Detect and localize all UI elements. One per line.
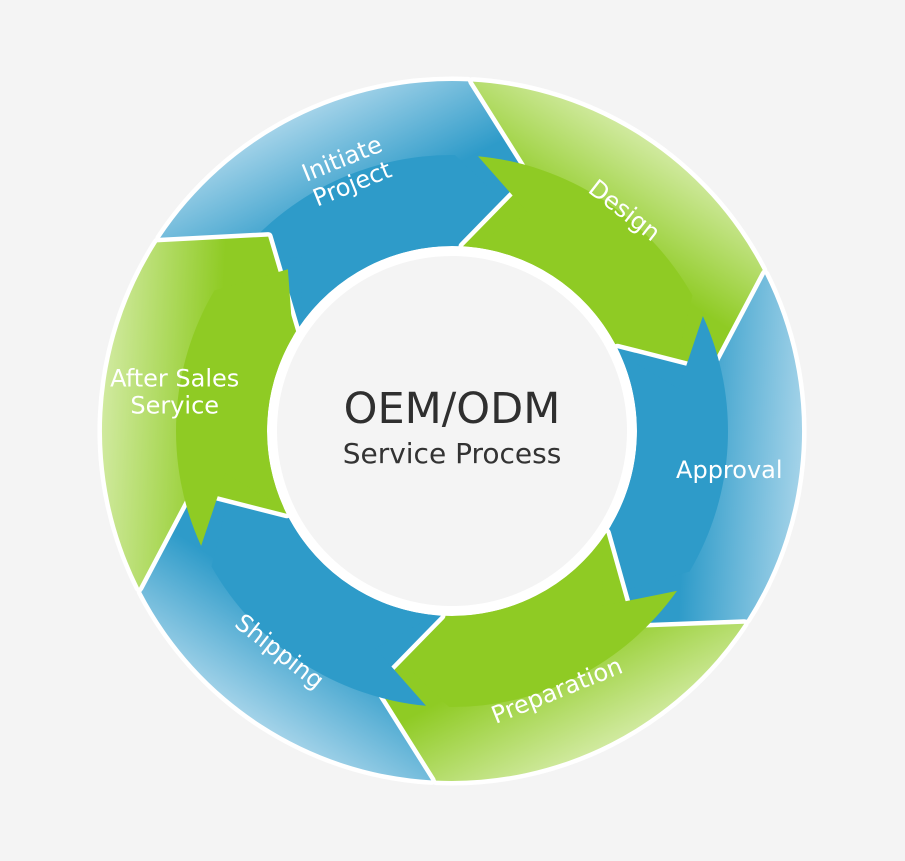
step-inner-band bbox=[393, 538, 677, 708]
center-disc bbox=[269, 248, 635, 614]
cycle-step-2 bbox=[458, 77, 768, 374]
cycle-step-6 bbox=[97, 232, 301, 593]
cycle-step-3 bbox=[603, 269, 807, 630]
step-label-line: After Sales bbox=[110, 365, 239, 393]
step-label-line: Seryice bbox=[130, 392, 219, 420]
cycle-step-5 bbox=[136, 488, 446, 785]
cycle-segments bbox=[97, 76, 807, 786]
step-inner-band bbox=[611, 316, 728, 593]
center-subtitle: Service Process bbox=[343, 437, 562, 470]
step-label-line: Approval bbox=[676, 456, 783, 484]
center-title: OEM/ODM bbox=[344, 384, 561, 434]
step-label: Approval bbox=[676, 456, 783, 484]
step-inner-band bbox=[176, 269, 293, 546]
cycle-step-4 bbox=[371, 528, 749, 786]
step-inner-band bbox=[227, 154, 511, 324]
cycle-step-1 bbox=[155, 76, 533, 334]
step-inner-band bbox=[211, 492, 435, 706]
step-inner-band bbox=[469, 156, 693, 370]
